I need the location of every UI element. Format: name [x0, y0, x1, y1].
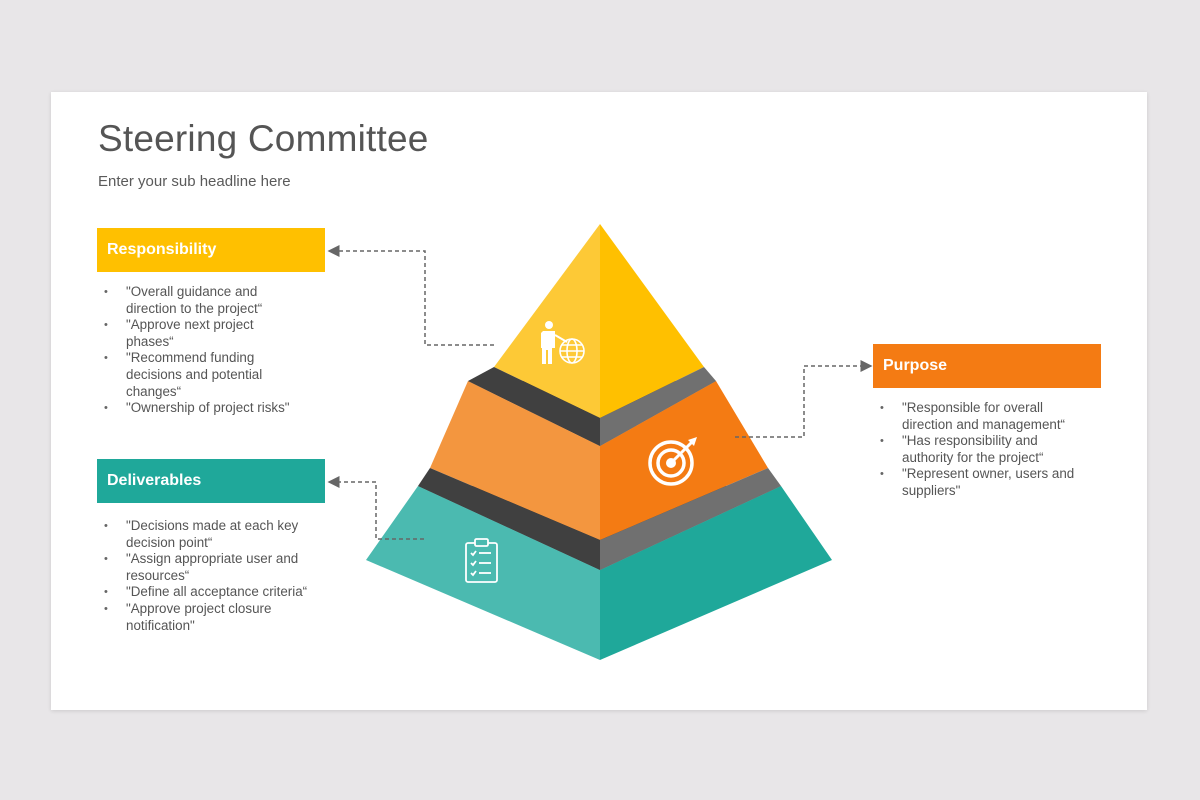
connector-deliverables: [327, 476, 424, 540]
list-item: "Approve next project phases“: [97, 317, 297, 350]
purpose-label-box: Purpose: [873, 344, 1101, 388]
pyramid-top-tier: [494, 224, 704, 418]
list-item: "Decisions made at each key decision poi…: [97, 518, 317, 551]
connector-purpose: [735, 360, 873, 438]
list-item: "Ownership of project risks": [97, 400, 297, 417]
responsibility-label-box: Responsibility: [97, 228, 325, 272]
responsibility-list: "Overall guidance and direction to the p…: [97, 284, 297, 417]
businessman-globe-icon: [541, 321, 585, 364]
mid-shelf-right: [600, 468, 781, 570]
target-arrow-icon: [648, 437, 697, 486]
list-item: "Overall guidance and direction to the p…: [97, 284, 297, 317]
middle-tier-left-face: [430, 381, 600, 540]
mid-shelf-left: [418, 468, 600, 570]
page-subtitle: Enter your sub headline here: [98, 173, 291, 190]
list-item: "Recommend funding decisions and potenti…: [97, 350, 297, 400]
connector-responsibility: [327, 245, 494, 346]
clipboard-checklist-icon: [465, 538, 498, 583]
top-shelf-left: [468, 367, 600, 446]
responsibility-label: Responsibility: [107, 241, 217, 258]
purpose-list: "Responsible for overall direction and m…: [873, 400, 1089, 500]
bottom-tier-right-face: [600, 486, 832, 660]
top-shelf-right: [600, 367, 716, 446]
page-title: Steering Committee: [98, 118, 429, 159]
list-item: "Has responsibility and authority for th…: [873, 433, 1089, 466]
top-tier-left-face: [494, 224, 600, 418]
list-item: "Represent owner, users and suppliers": [873, 466, 1089, 499]
list-item: "Define all acceptance criteria“: [97, 584, 317, 601]
deliverables-list: "Decisions made at each key decision poi…: [97, 518, 317, 634]
deliverables-label-box: Deliverables: [97, 459, 325, 503]
list-item: "Approve project closure notification": [97, 601, 317, 634]
top-tier-right-face: [600, 224, 704, 418]
purpose-label: Purpose: [883, 357, 948, 374]
list-item: "Assign appropriate user and resources“: [97, 551, 317, 584]
list-item: "Responsible for overall direction and m…: [873, 400, 1089, 433]
deliverables-label: Deliverables: [107, 472, 202, 489]
